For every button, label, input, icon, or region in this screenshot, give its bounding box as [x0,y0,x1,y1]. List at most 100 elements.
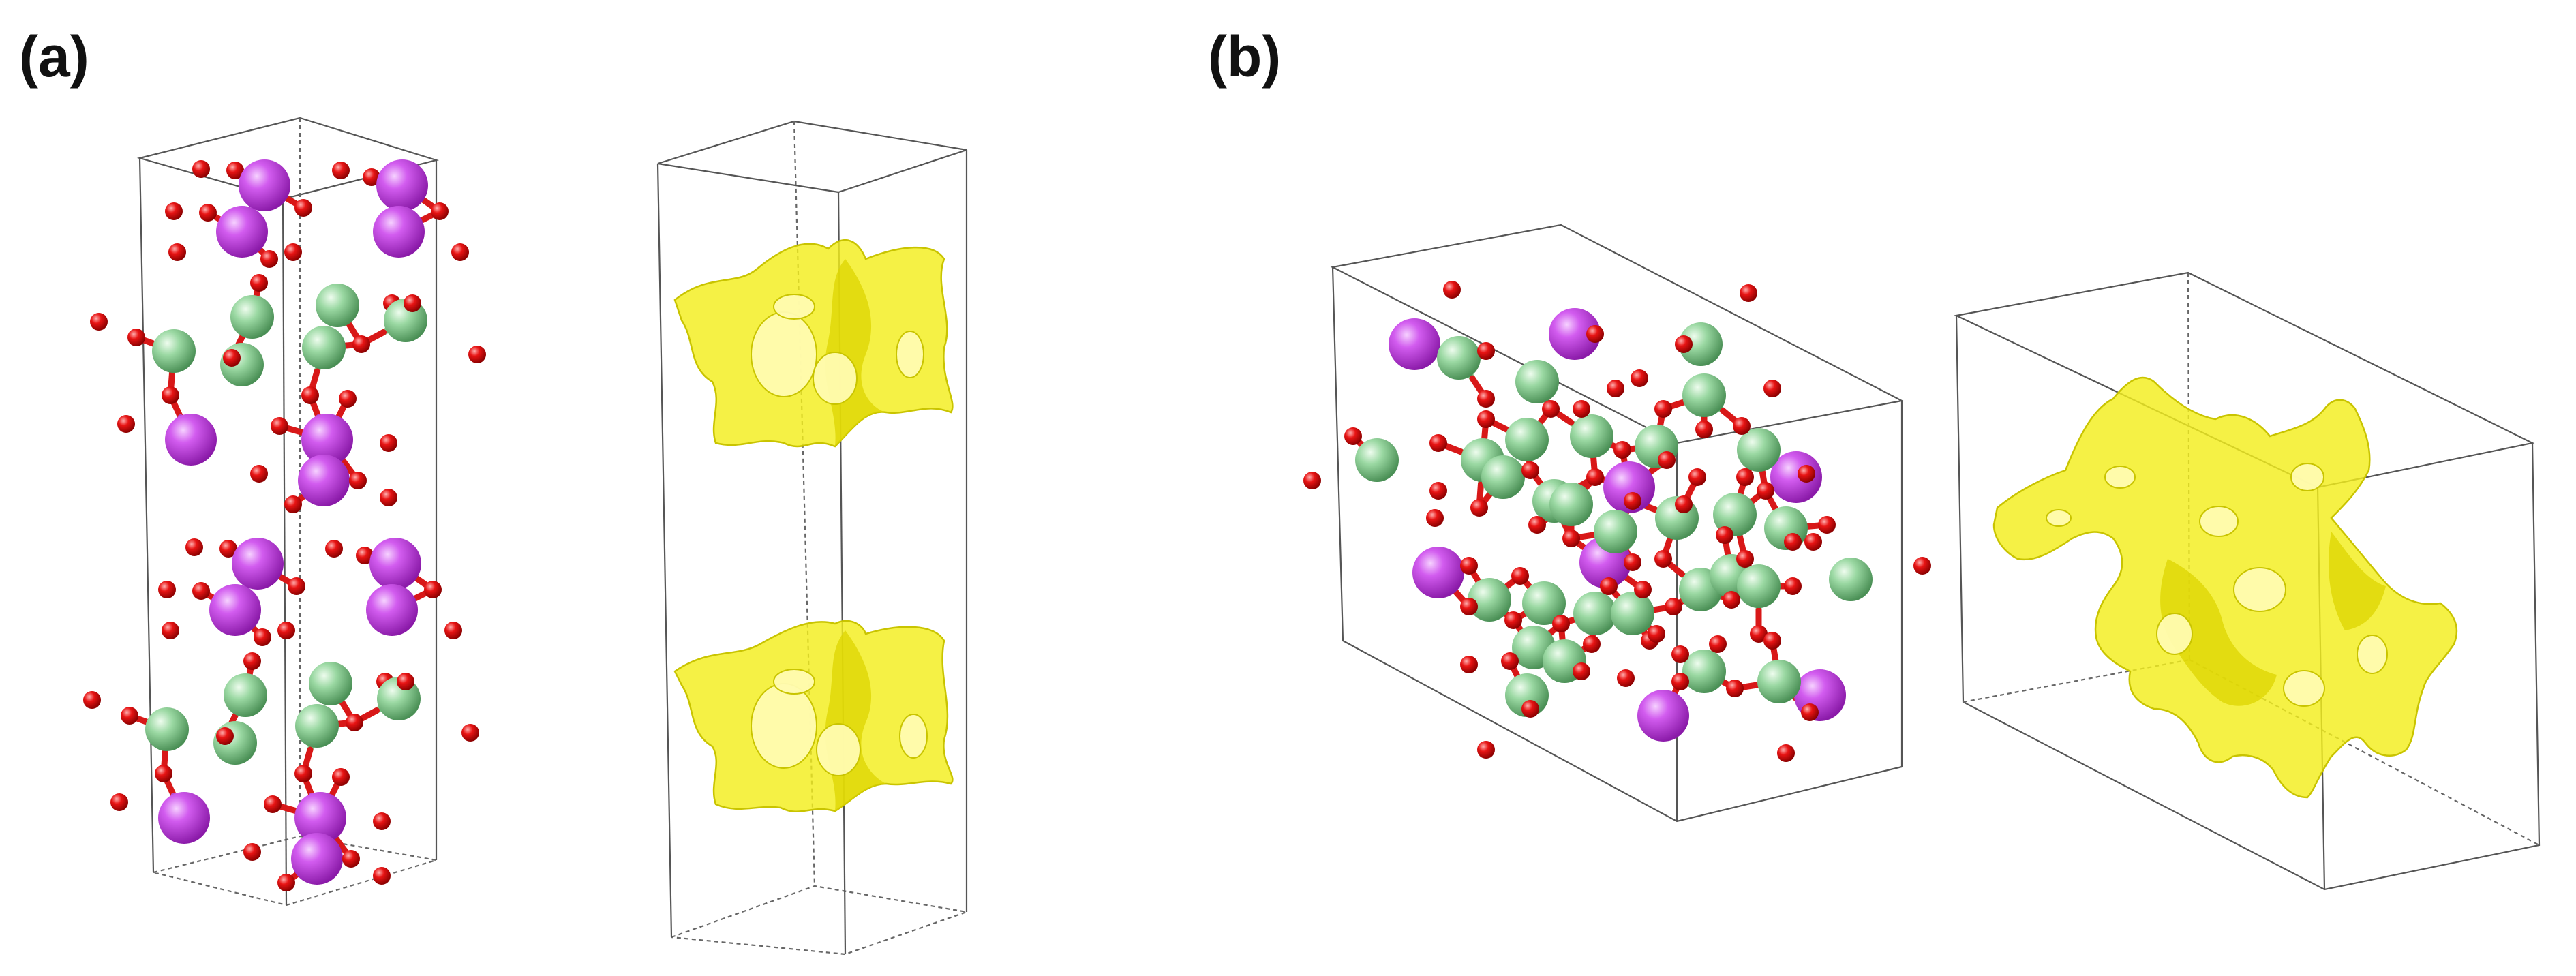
red-atom [260,250,278,268]
red-atom [185,538,203,556]
isosurface-blob-upper [673,239,954,448]
red-atom [397,673,414,690]
red-atom [1429,482,1447,500]
isosurface-network [1992,376,2458,799]
red-atom [271,417,288,435]
panel-b-atoms [1303,281,1931,762]
purple-atom [158,792,210,844]
purple-atom [294,792,346,844]
red-atom [1784,533,1802,551]
red-atom [461,724,479,742]
red-atom [284,495,302,513]
red-atom [192,582,210,600]
purple-atom [1412,547,1464,598]
red-atom [1675,335,1693,353]
red-atom [1777,744,1795,762]
red-atom [1675,495,1693,513]
red-atom [1586,325,1604,343]
red-atom [1521,461,1539,479]
green-atom [145,707,189,751]
red-atom [155,765,172,782]
red-atom [168,243,186,261]
red-atom [1460,598,1478,615]
red-atom [431,202,449,220]
red-atom [243,652,261,670]
red-atom [1723,591,1740,609]
green-atom [1549,483,1593,526]
purple-atom [291,833,343,885]
red-atom [1521,700,1539,718]
red-atom [1784,577,1802,595]
red-atom [162,622,179,639]
panel-a-isosurface-cell [656,120,968,956]
panel-b-unit-cell [1330,224,1905,823]
red-atom [363,168,380,186]
red-atom [1562,530,1580,547]
red-atom [1460,557,1478,575]
purple-atom [373,206,425,258]
red-atom [1624,553,1641,571]
red-atom [1429,434,1447,452]
red-atom [1542,400,1560,418]
green-atom [1829,558,1873,601]
purple-atom [1770,451,1822,503]
red-atom [1913,557,1931,575]
red-atom [1460,656,1478,673]
red-atom [1501,652,1519,670]
purple-atom [366,584,418,636]
red-atom [1477,741,1495,759]
red-atom [226,162,244,179]
red-atom [1740,284,1757,302]
purple-atom [1389,318,1440,370]
red-atom [1648,625,1665,643]
red-atom [1504,611,1522,629]
red-atom [1303,472,1321,489]
red-atom [1583,635,1601,653]
red-atom [243,843,261,861]
red-atom [301,386,319,404]
red-atom [216,727,234,745]
green-atom [1515,360,1559,403]
red-atom [332,768,350,786]
green-atom [1757,660,1801,703]
red-atom [219,540,237,558]
red-atom [342,850,360,868]
red-atom [325,540,343,558]
green-atom [1468,578,1511,622]
green-atom [152,329,196,373]
green-atom [1682,373,1726,417]
red-atom [1477,390,1495,408]
red-atom [121,707,138,725]
green-atom [1481,455,1525,499]
red-atom [83,691,101,709]
green-atom [1437,336,1481,380]
red-atom [451,243,469,261]
purple-atom [376,159,428,211]
green-atom [1679,322,1723,366]
green-atom [1522,581,1566,625]
purple-atom [216,206,268,258]
purple-atom [239,159,290,211]
red-atom [1671,645,1689,663]
red-atom [1654,550,1672,568]
red-atom [1631,369,1648,387]
green-atom [1594,510,1637,553]
purple-atom [1549,308,1601,360]
panel-a-atoms [83,159,486,891]
red-atom [1818,516,1836,534]
red-atom [1733,417,1751,435]
red-atom [468,346,486,363]
red-atom [346,714,363,731]
red-atom [1443,281,1461,299]
green-atom [309,662,352,705]
red-atom [192,160,210,178]
red-atom [1736,550,1754,568]
red-atom [1757,482,1774,500]
red-atom [380,434,397,452]
panel-b-isosurface-cell [1954,271,2541,891]
red-atom [424,581,442,598]
green-atom [1737,564,1781,608]
red-atom [127,329,145,346]
green-atom [1611,592,1654,635]
red-atom [199,204,217,222]
